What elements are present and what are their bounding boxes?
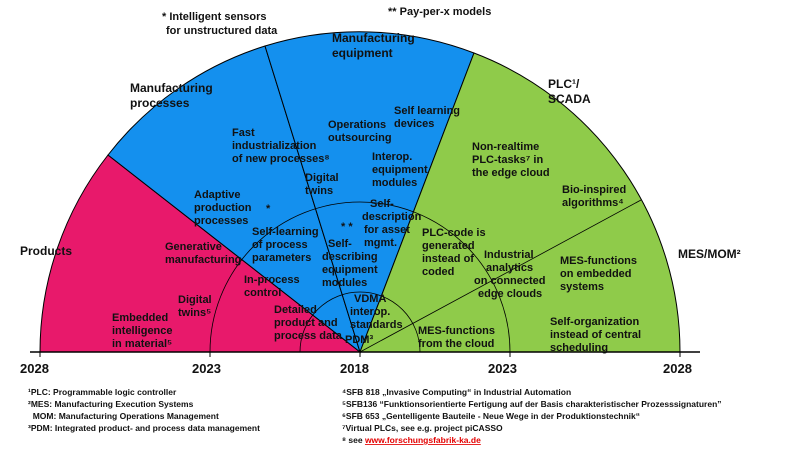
item-embedded-intelligence: Embedded intelligence in material⁵ [112,312,176,350]
footnote-sfb818: ⁴SFB 818 „Invasive Computing“ in Industr… [342,387,571,397]
item-self-describing-modules: Self- describing equipment modules [322,238,381,289]
footnote-plc: ¹PLC: Programmable logic controller [28,387,177,397]
item-digital-twins-equipment: Digital twins [305,172,342,197]
item-fast-industrialization: Fast industrialization of new processes⁸ [232,127,330,165]
item-plc-code-generated: PLC-code is generated instead of coded [422,227,489,278]
sector-manufacturing-equipment [264,31,475,354]
label-products: Products [20,244,72,258]
item-in-process-control: In-process control [244,274,303,299]
item-self-learning-devices: Self learning devices [394,105,463,130]
item-bio-inspired: Bio-inspired algorithms⁴ [562,184,629,209]
footnote-sfb136: ⁵SFB136 “Funktionsorientierte Fertigung … [342,399,722,409]
item-adaptive-processes: Adaptive production processes [194,189,255,227]
footnote-see-prefix: ⁸ see [342,435,365,445]
note-intelligent-sensors: * Intelligent sensors for unstructured d… [162,11,278,37]
footnote-sfb653: ⁶SFB 653 „Gentelligente Bauteile - Neue … [342,411,640,421]
item-self-description-asset: Self- description for asset mgmt. [362,198,424,249]
star-marker: * [266,203,271,215]
item-self-learning-parameters: Self-learning of process parameters [252,226,322,264]
arc-near [299,291,421,353]
item-pdm: PDM³ [345,334,373,346]
item-vdma-standards: VDMA interop. standards [350,293,403,331]
item-interop-modules: Interop. equipment modules [372,151,431,189]
footnote-mes: ²MES: Manufacturing Execution Systems [28,399,194,409]
axis-label-2018: 2018 [340,361,369,376]
forschungsfabrik-link[interactable]: www.forschungsfabrik-ka.de [364,435,481,445]
double-star-marker: * * [341,221,353,233]
item-non-realtime-plc: Non-realtime PLC-tasks⁷ in the edge clou… [472,141,550,179]
footnote-see: ⁸ see www.forschungsfabrik-ka.de [342,435,481,445]
axis-label-right-2023: 2023 [488,361,517,376]
axis-label-left-2023: 2023 [192,361,221,376]
item-generative-manufacturing: Generative manufacturing [165,241,241,266]
note-pay-per-x: ** Pay-per-x models [388,6,491,18]
ray-plc-mes [359,199,642,353]
sector-plc-mes [359,52,681,353]
item-detailed-data: Detailed product and process data [274,304,343,342]
footnote-virtual-plc: ⁷Virtual PLCs, see e.g. project piCASSO [342,423,503,433]
label-manufacturing-processes: Manufacturing processes [130,81,216,110]
axis-label-right-2028: 2028 [663,361,692,376]
label-manufacturing-equipment: Manufacturing equipment [332,31,418,60]
footnote-mom: MOM: Manufacturing Operations Management [28,411,219,421]
footnote-pdm: ³PDM: Integrated product- and process da… [28,423,260,433]
item-operations-outsourcing: Operations outsourcing [328,119,392,144]
item-self-organization: Self-organization instead of central sch… [550,316,644,354]
sector-products [39,154,362,353]
item-mes-embedded: MES-functions on embedded systems [560,255,640,293]
item-mes-from-cloud: MES-functions from the cloud [418,325,498,350]
label-plc-scada: PLC¹/ SCADA [548,77,591,106]
item-digital-twins-products: Digital twins⁵ [178,294,215,319]
axis-label-left-2028: 2028 [20,361,49,376]
sector-manufacturing-processes [107,45,361,354]
label-mes-mom: MES/MOM² [678,247,741,261]
arc-2023 [209,201,511,353]
item-industrial-analytics: Industrial analytics on connected edge c… [474,249,549,300]
